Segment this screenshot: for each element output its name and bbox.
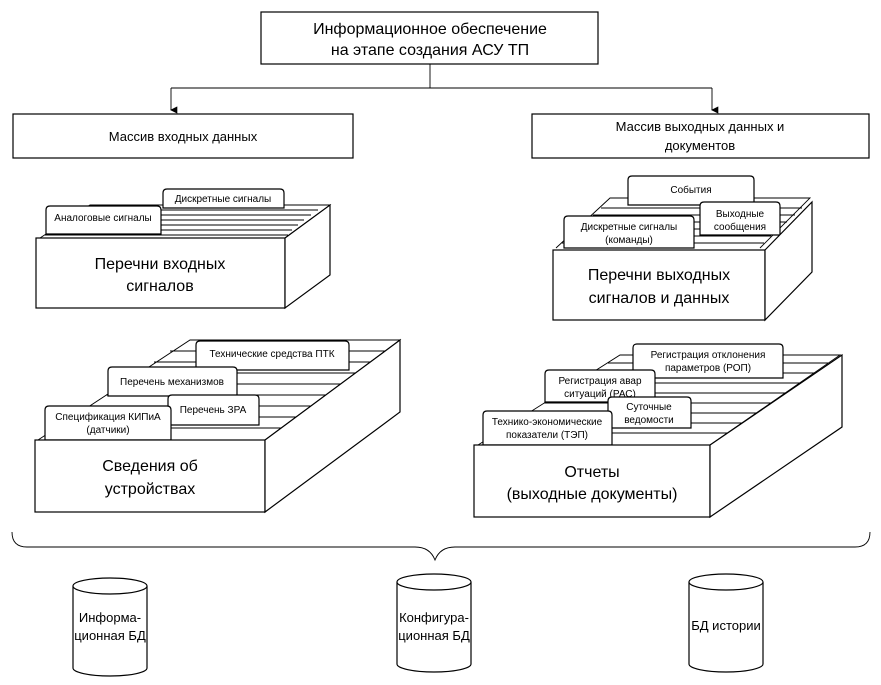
tab-events: События xyxy=(627,175,755,206)
info-db-label-line2: ционная БД xyxy=(74,628,146,643)
info-database-cylinder: Информа- ционная БД xyxy=(72,577,148,677)
config-db-label-line1: Конфигура- xyxy=(399,610,469,625)
tab-zra: Перечень ЗРА xyxy=(167,394,260,426)
output-signals-title-line2: сигналов и данных xyxy=(589,290,730,307)
top-title-box: Информационное обеспечение на этапе созд… xyxy=(260,11,599,65)
top-title-line1: Информационное обеспечение xyxy=(313,21,547,38)
tab-discrete-signals: Дискретные сигналы xyxy=(162,188,285,209)
svg-text:Перечень механизмов: Перечень механизмов xyxy=(120,377,224,388)
tab-analog-signals: Аналоговые сигналы xyxy=(45,205,162,235)
input-signals-title-line2: сигналов xyxy=(126,278,193,295)
grouping-brace xyxy=(11,531,871,562)
svg-text:Дискретные сигналы: Дискретные сигналы xyxy=(175,194,272,205)
tab-rop: Регистрация отклонения параметров (РОП) xyxy=(632,343,784,379)
svg-text:сообщения: сообщения xyxy=(714,221,766,233)
tab-daily-reports: Суточные ведомости xyxy=(607,396,692,429)
svg-text:Выходные: Выходные xyxy=(716,209,765,220)
svg-text:параметров (РОП): параметров (РОП) xyxy=(665,363,751,374)
svg-text:(датчики): (датчики) xyxy=(86,425,129,436)
input-array-box: Массив входных данных xyxy=(12,113,354,159)
tab-output-messages: Выходные сообщения xyxy=(699,201,781,236)
svg-text:Дискретные сигналы: Дискретные сигналы xyxy=(581,222,678,233)
svg-text:(команды): (команды) xyxy=(605,235,653,246)
svg-text:Технико-экономические: Технико-экономические xyxy=(492,417,603,428)
input-array-label: Массив входных данных xyxy=(109,129,258,144)
svg-text:Технические средства ПТК: Технические средства ПТК xyxy=(209,349,334,360)
svg-text:Суточные: Суточные xyxy=(626,402,672,413)
tab-discrete-commands: Дискретные сигналы (команды) xyxy=(563,215,695,249)
reports-cardfile: Регистрация отклонения параметров (РОП) … xyxy=(473,343,843,519)
history-database-cylinder: БД истории xyxy=(688,573,764,673)
tab-ptk: Технические средства ПТК xyxy=(195,340,350,371)
output-array-label-line2: документов xyxy=(665,138,735,153)
top-connectors xyxy=(170,64,719,114)
svg-text:Аналоговые сигналы: Аналоговые сигналы xyxy=(54,213,151,224)
svg-text:Регистрация отклонения: Регистрация отклонения xyxy=(651,350,766,361)
devices-title-line2: устройствах xyxy=(105,481,195,498)
output-array-box: Массив выходных данных и документов xyxy=(531,113,870,159)
output-array-label-line1: Массив выходных данных и xyxy=(616,119,785,134)
config-database-cylinder: Конфигура- ционная БД xyxy=(396,573,472,673)
svg-text:ситуаций (РАС): ситуаций (РАС) xyxy=(564,389,636,400)
tab-ras: Регистрация авар ситуаций (РАС) xyxy=(544,369,656,403)
config-db-label-line2: ционная БД xyxy=(398,628,470,643)
svg-text:показатели (ТЭП): показатели (ТЭП) xyxy=(506,430,588,441)
input-signals-title-line1: Перечни входных xyxy=(95,256,226,273)
output-signals-cardfile: События Выходные сообщения Дискретные си… xyxy=(552,175,813,322)
devices-cardfile: Технические средства ПТК Перечень механи… xyxy=(34,338,402,514)
info-db-label-line1: Информа- xyxy=(79,610,141,625)
reports-title-line2: (выходные документы) xyxy=(507,486,678,503)
input-signals-cardfile: Дискретные сигналы Аналоговые сигналы Пе… xyxy=(35,188,332,310)
reports-title-line1: Отчеты xyxy=(564,464,619,481)
top-title-line2: на этапе создания АСУ ТП xyxy=(331,42,529,59)
tab-mechanisms: Перечень механизмов xyxy=(107,366,238,397)
devices-title-line1: Сведения об xyxy=(102,458,198,475)
svg-text:События: События xyxy=(670,184,711,196)
output-signals-title-line1: Перечни выходных xyxy=(588,267,730,284)
tab-kip-specification: Спецификация КИПиА (датчики) xyxy=(44,405,172,441)
svg-text:ведомости: ведомости xyxy=(624,415,674,426)
svg-text:Регистрация авар: Регистрация авар xyxy=(558,376,642,387)
history-db-label: БД истории xyxy=(691,618,761,633)
svg-text:Перечень ЗРА: Перечень ЗРА xyxy=(180,405,247,416)
svg-text:Спецификация КИПиА: Спецификация КИПиА xyxy=(55,411,161,423)
tab-tep: Технико-экономические показатели (ТЭП) xyxy=(482,410,613,446)
